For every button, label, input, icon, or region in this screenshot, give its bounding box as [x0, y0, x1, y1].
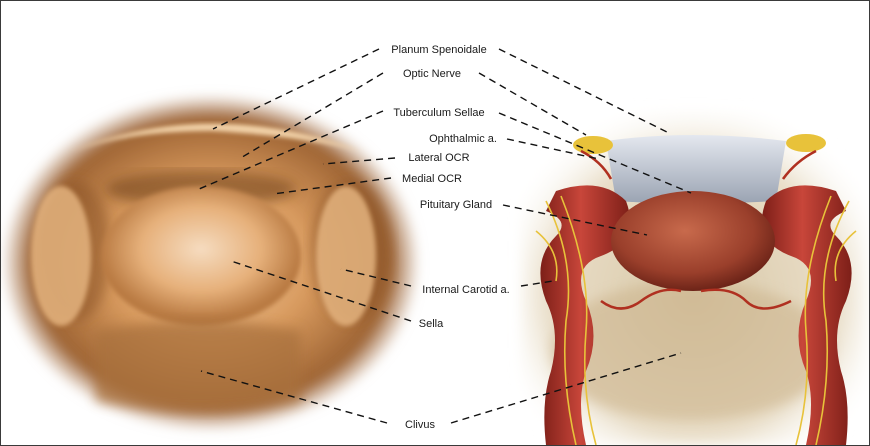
- label-clivus: Clivus: [405, 419, 435, 431]
- label-optic-nerve: Optic Nerve: [403, 68, 461, 80]
- endoscopic-bone-view: [6, 98, 416, 428]
- optic-nerve-right: [786, 134, 826, 152]
- anatomical-illustration: [521, 111, 866, 445]
- label-pituitary: Pituitary Gland: [420, 199, 492, 211]
- optic-nerve-left: [573, 136, 613, 154]
- label-planum: Planum Spenoidale: [391, 44, 486, 56]
- label-sella: Sella: [419, 318, 444, 330]
- label-internal-carotid: Internal Carotid a.: [422, 284, 509, 296]
- label-ophthalmic: Ophthalmic a.: [429, 133, 497, 145]
- label-medial-ocr: Medial OCR: [402, 173, 462, 185]
- label-tuberculum: Tuberculum Sellae: [393, 107, 484, 119]
- label-lateral-ocr: Lateral OCR: [408, 152, 469, 164]
- pituitary-gland-shape: [611, 191, 775, 291]
